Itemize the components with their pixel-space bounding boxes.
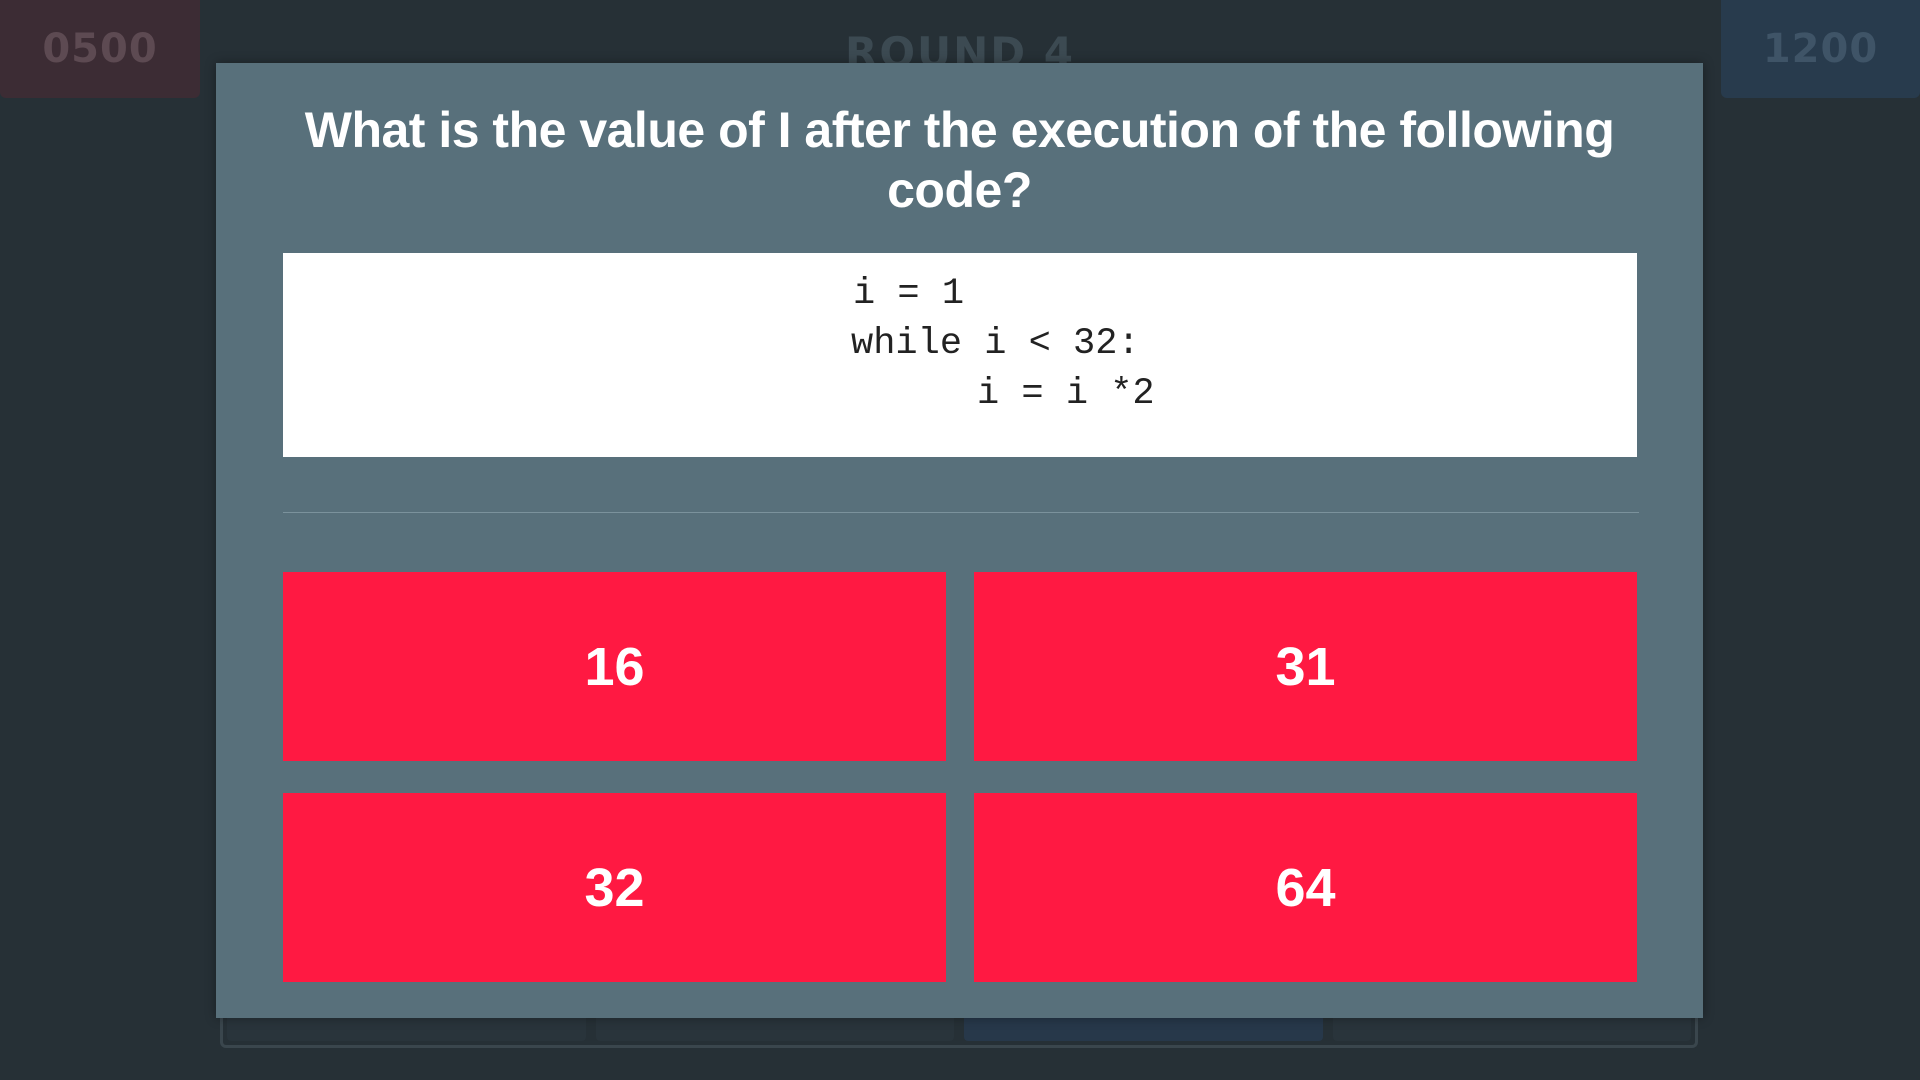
code-line: while i < 32: [851,323,1140,365]
code-line: i = 1 [853,273,965,315]
answer-button-4[interactable]: 64 [974,793,1637,982]
code-line: i = i *2 [977,373,1155,415]
answer-button-2[interactable]: 31 [974,572,1637,761]
team-score-right-value: 1200 [1762,26,1879,72]
code-block: i = 1 while i < 32: i = i *2 [283,253,1637,457]
answer-button-1[interactable]: 16 [283,572,946,761]
team-score-left: 0500 [0,0,200,98]
question-modal: What is the value of I after the executi… [216,63,1703,1018]
team-score-left-value: 0500 [42,26,158,72]
divider [283,512,1639,513]
team-score-right: 1200 [1721,0,1920,98]
question-text: What is the value of I after the executi… [304,102,1615,218]
answer-button-3[interactable]: 32 [283,793,946,982]
